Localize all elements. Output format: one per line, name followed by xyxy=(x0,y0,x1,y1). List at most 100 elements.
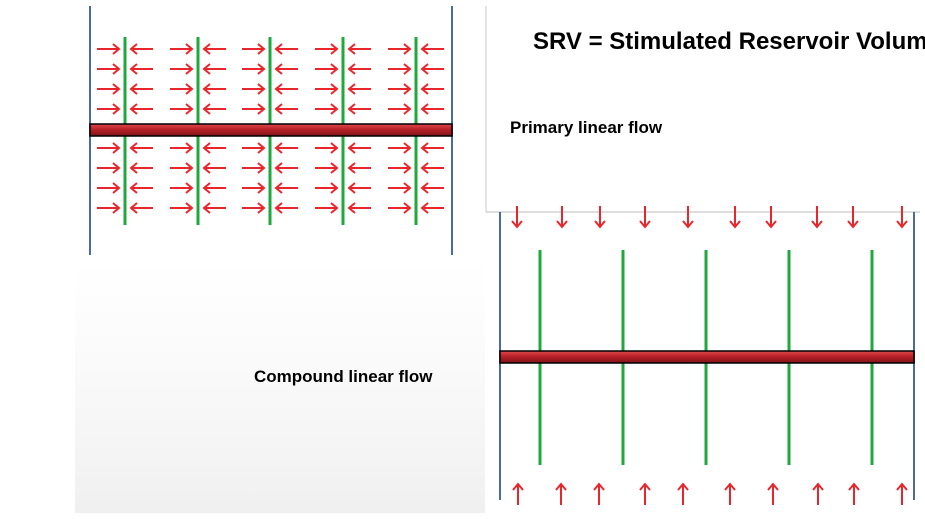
flow-arrow-left xyxy=(202,83,226,95)
flow-arrow-left xyxy=(129,162,153,174)
flow-arrow-left xyxy=(274,202,298,214)
flow-arrow-right xyxy=(242,142,266,154)
flow-arrow-left xyxy=(202,142,226,154)
flow-arrow-up xyxy=(812,482,824,505)
flow-arrow-down xyxy=(896,206,908,229)
flow-arrow-up xyxy=(593,482,605,505)
flow-arrow-right xyxy=(97,103,121,115)
flow-arrow-right xyxy=(170,63,194,75)
flow-arrow-right xyxy=(315,83,339,95)
flow-arrow-right xyxy=(97,142,121,154)
flow-arrow-down xyxy=(811,206,823,229)
flow-arrow-left xyxy=(420,202,444,214)
flow-arrow-right xyxy=(315,162,339,174)
flow-arrow-right xyxy=(170,83,194,95)
flow-arrow-right xyxy=(170,162,194,174)
flow-arrow-right xyxy=(242,103,266,115)
flow-arrow-left xyxy=(202,182,226,194)
flow-arrow-down xyxy=(556,206,568,229)
flow-arrow-left xyxy=(202,63,226,75)
flow-arrow-right xyxy=(388,83,412,95)
flow-arrow-right xyxy=(315,202,339,214)
flow-arrow-right xyxy=(315,63,339,75)
flow-arrow-left xyxy=(274,182,298,194)
flow-arrow-left xyxy=(274,103,298,115)
flow-arrow-down xyxy=(511,206,523,229)
flow-arrow-down xyxy=(639,206,651,229)
flow-arrow-left xyxy=(420,103,444,115)
flow-arrow-right xyxy=(170,142,194,154)
flow-arrow-right xyxy=(315,182,339,194)
flow-arrow-left xyxy=(129,103,153,115)
right-panel-srv xyxy=(485,6,920,505)
flow-arrow-left xyxy=(129,43,153,55)
right-wellbore xyxy=(499,350,915,364)
right-flow-arrows xyxy=(511,206,908,505)
flow-arrow-left xyxy=(202,103,226,115)
flow-arrow-right xyxy=(170,103,194,115)
flow-arrow-up xyxy=(512,482,524,505)
flow-arrow-right xyxy=(170,182,194,194)
flow-arrow-right xyxy=(170,202,194,214)
flow-arrow-left xyxy=(347,63,371,75)
flow-arrow-right xyxy=(97,83,121,95)
left-flow-arrows xyxy=(97,43,444,214)
flow-arrow-right xyxy=(242,83,266,95)
flow-arrow-up xyxy=(677,482,689,505)
flow-arrow-left xyxy=(129,182,153,194)
flow-arrow-left xyxy=(347,202,371,214)
flow-arrow-left xyxy=(420,83,444,95)
faded-background xyxy=(75,258,485,513)
flow-arrow-up xyxy=(767,482,779,505)
flow-arrow-right xyxy=(170,43,194,55)
flow-arrow-left xyxy=(202,43,226,55)
flow-arrow-left xyxy=(202,162,226,174)
flow-arrow-right xyxy=(97,182,121,194)
flow-arrow-right xyxy=(388,142,412,154)
flow-arrow-left xyxy=(347,43,371,55)
flow-arrow-right xyxy=(388,103,412,115)
flow-arrow-left xyxy=(129,83,153,95)
flow-arrow-right xyxy=(388,63,412,75)
flow-arrow-left xyxy=(274,142,298,154)
flow-arrow-left xyxy=(129,142,153,154)
left-wellbore xyxy=(89,123,453,137)
flow-arrow-right xyxy=(242,63,266,75)
flow-arrow-left xyxy=(274,43,298,55)
flow-arrow-left xyxy=(420,142,444,154)
flow-arrow-right xyxy=(315,43,339,55)
flow-arrow-left xyxy=(420,182,444,194)
flow-arrow-down xyxy=(594,206,606,229)
flow-arrow-right xyxy=(242,202,266,214)
flow-arrow-down xyxy=(682,206,694,229)
flow-arrow-up xyxy=(555,482,567,505)
diagram-title: SRV = Stimulated Reservoir Volume xyxy=(533,28,925,55)
flow-arrow-left xyxy=(420,43,444,55)
flow-arrow-left xyxy=(129,202,153,214)
flow-arrow-right xyxy=(388,43,412,55)
flow-arrow-left xyxy=(347,142,371,154)
flow-arrow-left xyxy=(129,63,153,75)
flow-arrow-right xyxy=(97,63,121,75)
flow-arrow-up xyxy=(639,482,651,505)
flow-arrow-right xyxy=(97,43,121,55)
flow-arrow-right xyxy=(242,162,266,174)
flow-arrow-right xyxy=(388,182,412,194)
flow-arrow-left xyxy=(274,162,298,174)
flow-arrow-right xyxy=(97,162,121,174)
flow-arrow-right xyxy=(242,43,266,55)
flow-arrow-left xyxy=(420,63,444,75)
left-panel-srv xyxy=(89,6,453,255)
flow-arrow-left xyxy=(347,103,371,115)
flow-arrow-right xyxy=(97,202,121,214)
primary-linear-flow-label: Primary linear flow xyxy=(510,118,663,137)
flow-arrow-up xyxy=(724,482,736,505)
flow-arrow-down xyxy=(847,206,859,229)
flow-arrow-right xyxy=(242,182,266,194)
flow-arrow-right xyxy=(388,202,412,214)
flow-arrow-left xyxy=(347,182,371,194)
flow-arrow-left xyxy=(274,63,298,75)
flow-arrow-right xyxy=(315,142,339,154)
compound-linear-flow-label: Compound linear flow xyxy=(254,367,433,386)
